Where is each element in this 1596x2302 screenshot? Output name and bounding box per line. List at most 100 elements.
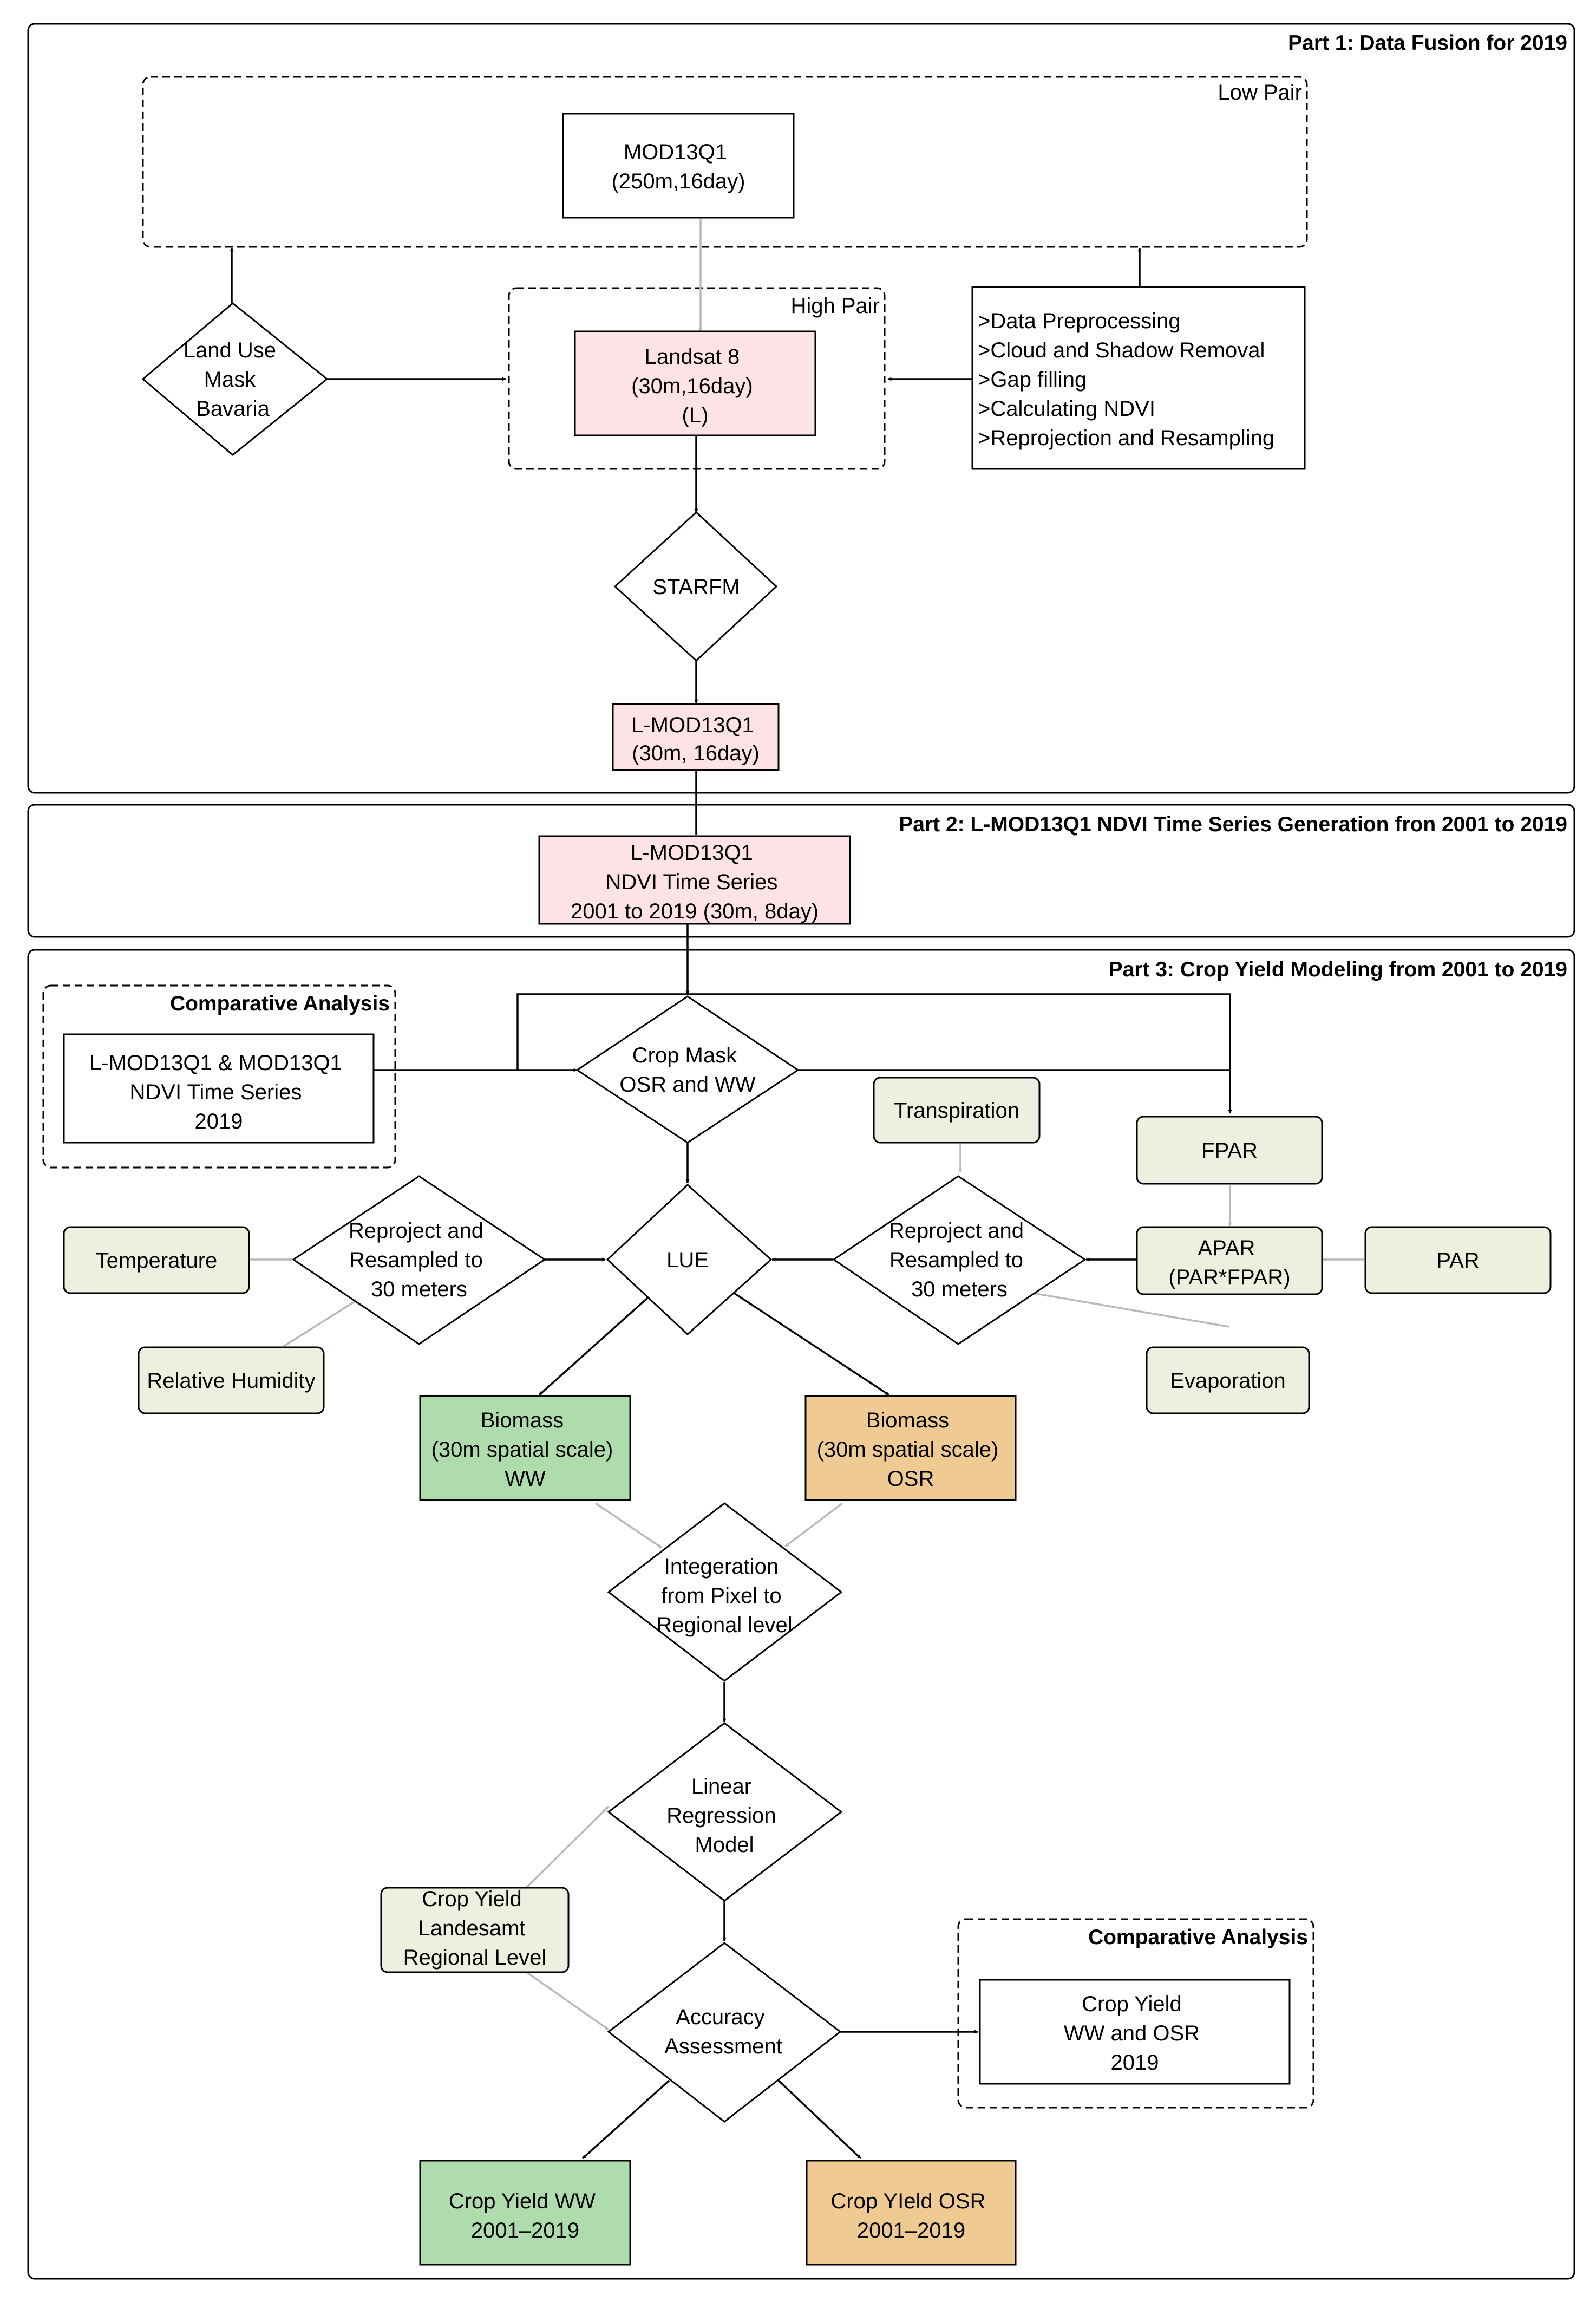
svg-text:Reproject and Resampled: Reproject and Resampled to 30 meters xyxy=(349,1219,489,1301)
lmod-compare-line-2: NDVI Time Series xyxy=(130,1080,302,1104)
svg-text:Crop Mask OSR and WW: Crop Mask OSR and WW xyxy=(619,1044,755,1097)
comparative-analysis-group-bottom xyxy=(957,1918,1314,2109)
crop-mask-diamond: Crop Mask OSR and WW xyxy=(575,995,800,1144)
crop-yield-ww-node: Crop Yield WW 2001–2019 xyxy=(419,2160,631,2266)
reproject-left-line-3: 30 meters xyxy=(371,1277,467,1301)
regression-line-3: Model xyxy=(695,1833,754,1857)
par-label: PAR xyxy=(1436,1249,1479,1273)
preprocessing-line-4: >Calculating NDVI xyxy=(978,397,1155,421)
apar-line-2: (PAR*FPAR) xyxy=(1168,1266,1290,1289)
starfm-diamond: STARFM xyxy=(613,511,778,662)
part2-frame xyxy=(27,804,1575,938)
crop-yield-compare-node: Crop Yield WW and OSR 2019 xyxy=(979,1979,1291,2085)
crop-yield-landesamt-node: Crop Yield Landesamt Regional Level xyxy=(380,1887,570,1973)
crop-yield-osr-node: Crop YIeld OSR 2001–2019 xyxy=(806,2160,1017,2266)
part1-title: Part 1: Data Fusion for 2019 xyxy=(1288,31,1567,55)
evaporation-label: Evaporation xyxy=(1170,1369,1285,1393)
accuracy-line-2: Assessment xyxy=(664,2034,782,2058)
regression-line-1: Linear xyxy=(691,1775,751,1798)
preprocessing-line-1: >Data Preprocessing xyxy=(978,309,1181,333)
svg-text:Accuracy Assessment: Accuracy Assessment xyxy=(664,2005,782,2058)
svg-text:APAR (PAR*FPAR): APAR (PAR*FPAR) xyxy=(1168,1236,1290,1289)
landsat8-line-3: (L) xyxy=(682,403,709,427)
yield-osr-line-2: 2001–2019 xyxy=(857,2219,965,2242)
part2-title: Part 2: L-MOD13Q1 NDVI Time Series Gener… xyxy=(899,813,1567,836)
integration-line-1: Integeration xyxy=(664,1555,779,1579)
svg-text:Crop Yield WW 2001–2019: Crop Yield WW 2001–2019 xyxy=(449,2189,601,2242)
landesamt-line-3: Regional Level xyxy=(403,1946,547,1970)
comparative-analysis-label-bottom: Comparative Analysis xyxy=(1088,1926,1308,1949)
landesamt-line-2: Landesamt xyxy=(418,1916,525,1940)
svg-text:Linear Regression: Linear Regression Model xyxy=(666,1775,782,1857)
reproject-right-line-1: Reproject and xyxy=(889,1219,1024,1243)
integration-diamond: Integeration from Pixel to Regional leve… xyxy=(607,1502,843,1682)
biomass-ww-node: Biomass (30m spatial scale) WW xyxy=(419,1395,631,1501)
lmod13q1-30m-node: L-MOD13Q1 (30m, 16day) xyxy=(612,703,780,771)
biomass-ww-line-3: WW xyxy=(505,1467,546,1491)
svg-text:Crop Yield WW and OSR: Crop Yield WW and OSR 2019 xyxy=(1064,1992,1206,2075)
land-use-line-3: Bavaria xyxy=(196,397,270,421)
preprocessing-line-3: >Gap filling xyxy=(978,368,1087,392)
fpar-node: FPAR xyxy=(1136,1116,1323,1185)
part1-frame xyxy=(27,23,1575,794)
svg-text:L-MOD13Q1 & MOD13Q1 NDVI: L-MOD13Q1 & MOD13Q1 NDVI Time Series 201… xyxy=(89,1051,348,1133)
temperature-node: Temperature xyxy=(63,1226,250,1294)
par-node: PAR xyxy=(1364,1226,1552,1294)
mod13q1-line-1: MOD13Q1 xyxy=(624,140,727,164)
comparative-analysis-label-top: Comparative Analysis xyxy=(170,992,390,1015)
lmod-mod-compare-node: L-MOD13Q1 & MOD13Q1 NDVI Time Series 201… xyxy=(63,1033,375,1144)
lmod-ndvi-line-2: NDVI Time Series xyxy=(606,870,778,894)
reproject-left-line-2: Resampled to xyxy=(349,1248,483,1272)
lmod-ndvi-line-3: 2001 to 2019 (30m, 8day) xyxy=(571,899,819,923)
lmod-compare-line-1: L-MOD13Q1 & MOD13Q1 xyxy=(89,1051,342,1075)
crop-yield-compare-line-2: WW and OSR xyxy=(1064,2021,1200,2045)
starfm-label: STARFM xyxy=(652,575,740,599)
lmod13q1-30m-line-2: (30m, 16day) xyxy=(632,741,760,765)
svg-text:Landsat 8 (30m,16day): Landsat 8 (30m,16day) (L) xyxy=(631,345,759,427)
mod13q1-line-2: (250m,16day) xyxy=(612,169,745,193)
svg-text:Crop Yield Landesamt: Crop Yield Landesamt Regional Level xyxy=(403,1887,547,1970)
biomass-osr-line-3: OSR xyxy=(887,1467,934,1491)
part3-frame xyxy=(27,949,1575,2280)
biomass-osr-node: Biomass (30m spatial scale) OSR xyxy=(804,1395,1017,1501)
accuracy-assessment-diamond: Accuracy Assessment xyxy=(607,1942,842,2123)
regression-line-2: Regression xyxy=(666,1804,776,1828)
lmod13q1-30m-line-1: L-MOD13Q1 xyxy=(631,713,754,737)
svg-text:>Data Preprocessing >Clo: >Data Preprocessing >Cloud and Shadow Re… xyxy=(978,309,1274,450)
svg-text:Biomass (30m spatial sca: Biomass (30m spatial scale) OSR xyxy=(817,1408,1005,1491)
mod13q1-node: MOD13Q1 (250m,16day) xyxy=(562,113,795,219)
integration-line-3: Regional level xyxy=(656,1613,792,1637)
relative-humidity-node: Relative Humidity xyxy=(138,1346,325,1414)
integration-line-2: from Pixel to xyxy=(661,1584,781,1608)
svg-text:L-MOD13Q1 (30m, 16day): L-MOD13Q1 (30m, 16day) xyxy=(631,713,760,765)
svg-text:MOD13Q1 (250m,16day): MOD13Q1 (250m,16day) xyxy=(612,140,745,193)
svg-text:Land Use Mask Bava: Land Use Mask Bavaria xyxy=(184,338,282,421)
svg-text:Reproject and Resampled: Reproject and Resampled to 30 meters xyxy=(889,1219,1030,1301)
humidity-label: Relative Humidity xyxy=(147,1369,315,1393)
land-use-mask-diamond: Land Use Mask Bavaria xyxy=(141,302,329,456)
svg-text:L-MOD13Q1 NDVI Time Seri: L-MOD13Q1 NDVI Time Series 2001 to 2019 … xyxy=(571,841,819,923)
landsat8-node: Landsat 8 (30m,16day) (L) xyxy=(574,330,816,436)
linear-regression-diamond: Linear Regression Model xyxy=(607,1722,843,1902)
svg-text:Biomass (30m spatial sca: Biomass (30m spatial scale) WW xyxy=(431,1408,619,1491)
lmod13q1-ndvi-series-node: L-MOD13Q1 NDVI Time Series 2001 to 2019 … xyxy=(538,835,851,925)
lue-label: LUE xyxy=(666,1248,709,1272)
yield-ww-line-1: Crop Yield WW xyxy=(449,2189,596,2213)
svg-text:Crop YIeld OSR 2001–2019: Crop YIeld OSR 2001–2019 xyxy=(830,2189,991,2242)
landsat8-line-1: Landsat 8 xyxy=(645,345,740,369)
biomass-ww-line-1: Biomass xyxy=(481,1408,564,1432)
preprocessing-line-2: >Cloud and Shadow Removal xyxy=(978,338,1265,362)
high-pair-label: High Pair xyxy=(790,294,880,318)
reproject-right-line-2: Resampled to xyxy=(889,1248,1023,1272)
evaporation-node: Evaporation xyxy=(1146,1346,1310,1414)
biomass-osr-line-2: (30m spatial scale) xyxy=(817,1438,999,1462)
land-use-line-1: Land Use xyxy=(184,338,276,362)
reproject-right-line-3: 30 meters xyxy=(911,1277,1008,1301)
crop-mask-line-1: Crop Mask xyxy=(632,1044,737,1067)
reproject-left-diamond: Reproject and Resampled to 30 meters xyxy=(292,1175,546,1345)
apar-line-1: APAR xyxy=(1198,1236,1255,1260)
crop-mask-line-2: OSR and WW xyxy=(619,1073,755,1097)
biomass-ww-line-2: (30m spatial scale) xyxy=(431,1438,613,1462)
crop-yield-compare-line-1: Crop Yield xyxy=(1082,1992,1182,2016)
